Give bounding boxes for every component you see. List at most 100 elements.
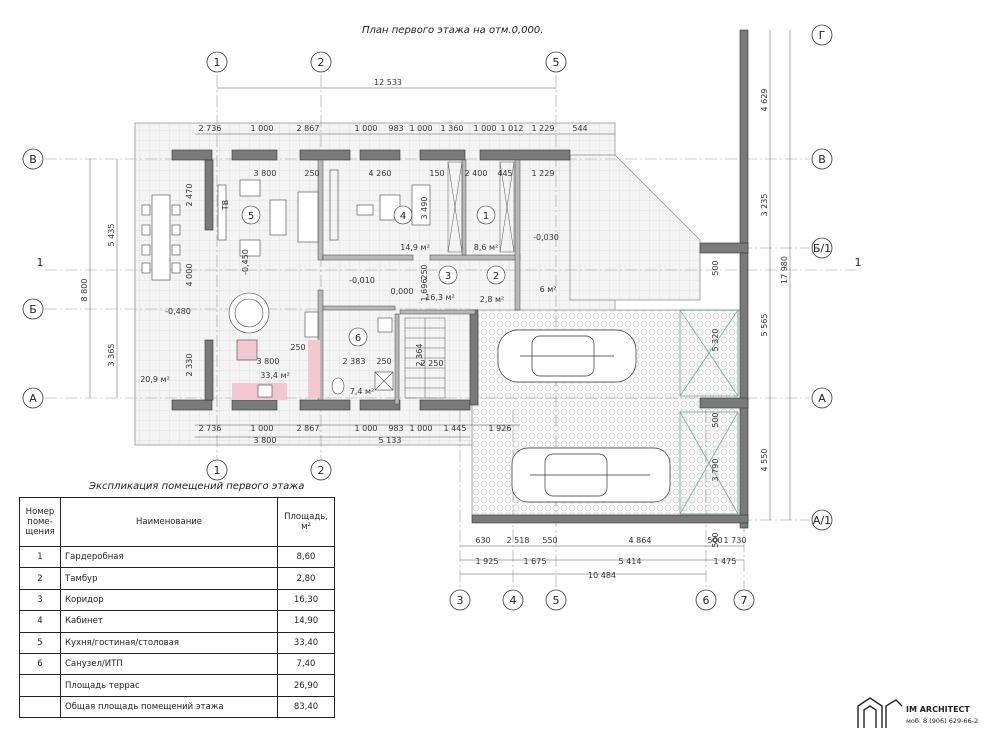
axis-label: 1: [214, 464, 221, 477]
axis-label: 5: [553, 594, 560, 607]
cell-area: 7,40: [277, 652, 335, 676]
room-number: 1: [483, 211, 489, 222]
dimension-texts: 12 533 2 736 1 000 2 867 1 000 983 1 000…: [80, 78, 789, 580]
explication-table: Номер поме-щения Наименование Площадь, м…: [19, 497, 335, 719]
cell-num: [19, 674, 61, 697]
dim: 4 864: [629, 536, 652, 545]
room-area: 7,4 м²: [350, 387, 375, 396]
dim: 2 364: [415, 344, 424, 367]
dim: 2 383: [343, 357, 366, 366]
dim: 500: [711, 260, 720, 275]
axis-label: Б: [29, 303, 37, 316]
dim: 1 000: [251, 424, 274, 433]
dim: 550: [542, 536, 557, 545]
dim: 17 980: [780, 256, 789, 284]
axis-label: 5: [553, 56, 560, 69]
cell-num: 6: [19, 652, 61, 676]
dimension-lines: [89, 30, 791, 575]
dim: 983: [388, 124, 403, 133]
wardrobe: [447, 161, 515, 253]
entrance-paving: [569, 154, 701, 301]
dim: 3 235: [760, 194, 769, 217]
stairs: [404, 317, 446, 399]
dim: 544: [572, 124, 587, 133]
explication-title: Экспликация помещений первого этажа: [89, 481, 305, 492]
cell-name: Площадь террас: [60, 674, 278, 697]
cell-num: [19, 695, 61, 719]
dim: 150: [429, 169, 444, 178]
dim: 3 800: [257, 357, 280, 366]
logo-name: IM ARCHITECT: [906, 705, 970, 714]
dim: 1 229: [532, 169, 555, 178]
axis-label: 2: [318, 464, 325, 477]
plan-title: План первого этажа на отм.0,000.: [362, 25, 544, 36]
axis-label: 1: [214, 56, 221, 69]
level: 0,000: [391, 287, 414, 296]
room-number: 3: [445, 271, 451, 282]
garage-area: 6 м²: [540, 285, 557, 294]
cell-area: 2,80: [277, 567, 335, 590]
dim: 10 484: [588, 571, 616, 580]
room-area: 33,4 м²: [260, 371, 290, 380]
cell-num: 5: [19, 631, 61, 654]
dim: 630: [475, 536, 490, 545]
room-number: 6: [355, 333, 361, 344]
axis-label: А: [29, 392, 37, 405]
dim: 5 565: [760, 314, 769, 337]
axis-label: А: [818, 392, 826, 405]
level: -0,030: [533, 233, 559, 242]
level: -0,450: [241, 249, 250, 275]
dim: 1 000: [474, 124, 497, 133]
dim: 1 360: [441, 124, 464, 133]
axis-label: Б/1: [813, 242, 831, 255]
bathroom-fixtures: [331, 317, 394, 395]
dim: 3 800: [254, 436, 277, 445]
dim: 1 925: [476, 557, 499, 566]
cell-name: Санузел/ИТП: [60, 652, 278, 676]
room-markers: [241, 205, 506, 347]
cell-num: 3: [19, 588, 61, 612]
room-number: 5: [248, 211, 254, 222]
room-area: 2,8 м²: [480, 295, 505, 304]
dim: 4 550: [760, 449, 769, 472]
dim: 2 867: [297, 424, 320, 433]
dim: 500: [707, 536, 722, 545]
dim: 1 730: [724, 536, 747, 545]
dim: 1 229: [532, 124, 555, 133]
dim: 4 629: [760, 89, 769, 112]
interior-walls: [317, 159, 521, 405]
cell-area: 14,90: [277, 610, 335, 633]
kitchen-pink-zone: [308, 340, 320, 398]
header-area: Площадь, м²: [277, 497, 335, 547]
cell-name: Кухня/гостиная/столовая: [60, 631, 278, 654]
dim: 250: [376, 357, 391, 366]
tv-label: ТВ: [221, 200, 230, 211]
cell-name: Тамбур: [60, 567, 278, 590]
dim-top-overall: 12 533: [374, 78, 402, 87]
axis-label: Г: [819, 29, 826, 42]
dim: 2 470: [185, 184, 194, 207]
architect-logo-icon: [857, 697, 903, 728]
dim: 2 250: [421, 359, 444, 368]
cell-name: Коридор: [60, 588, 278, 612]
cell-area: 26,90: [277, 674, 335, 697]
exterior-walls: [171, 29, 749, 529]
dim: 2 400: [465, 169, 488, 178]
dim: 8 800: [80, 279, 89, 302]
garage-gates: [679, 309, 739, 515]
dim: 983: [388, 424, 403, 433]
terrace-area: 20,9 м²: [140, 375, 170, 384]
room-number: 4: [400, 211, 406, 222]
logo-phone: моб. 8 (906) 629-66-2: [906, 717, 979, 725]
dim: 1 696: [420, 279, 429, 302]
dim: 3 365: [107, 344, 116, 367]
room-area: 16,3 м²: [425, 293, 455, 302]
header-num: Номер поме-щения: [19, 497, 61, 547]
dim: 1 012: [501, 124, 524, 133]
